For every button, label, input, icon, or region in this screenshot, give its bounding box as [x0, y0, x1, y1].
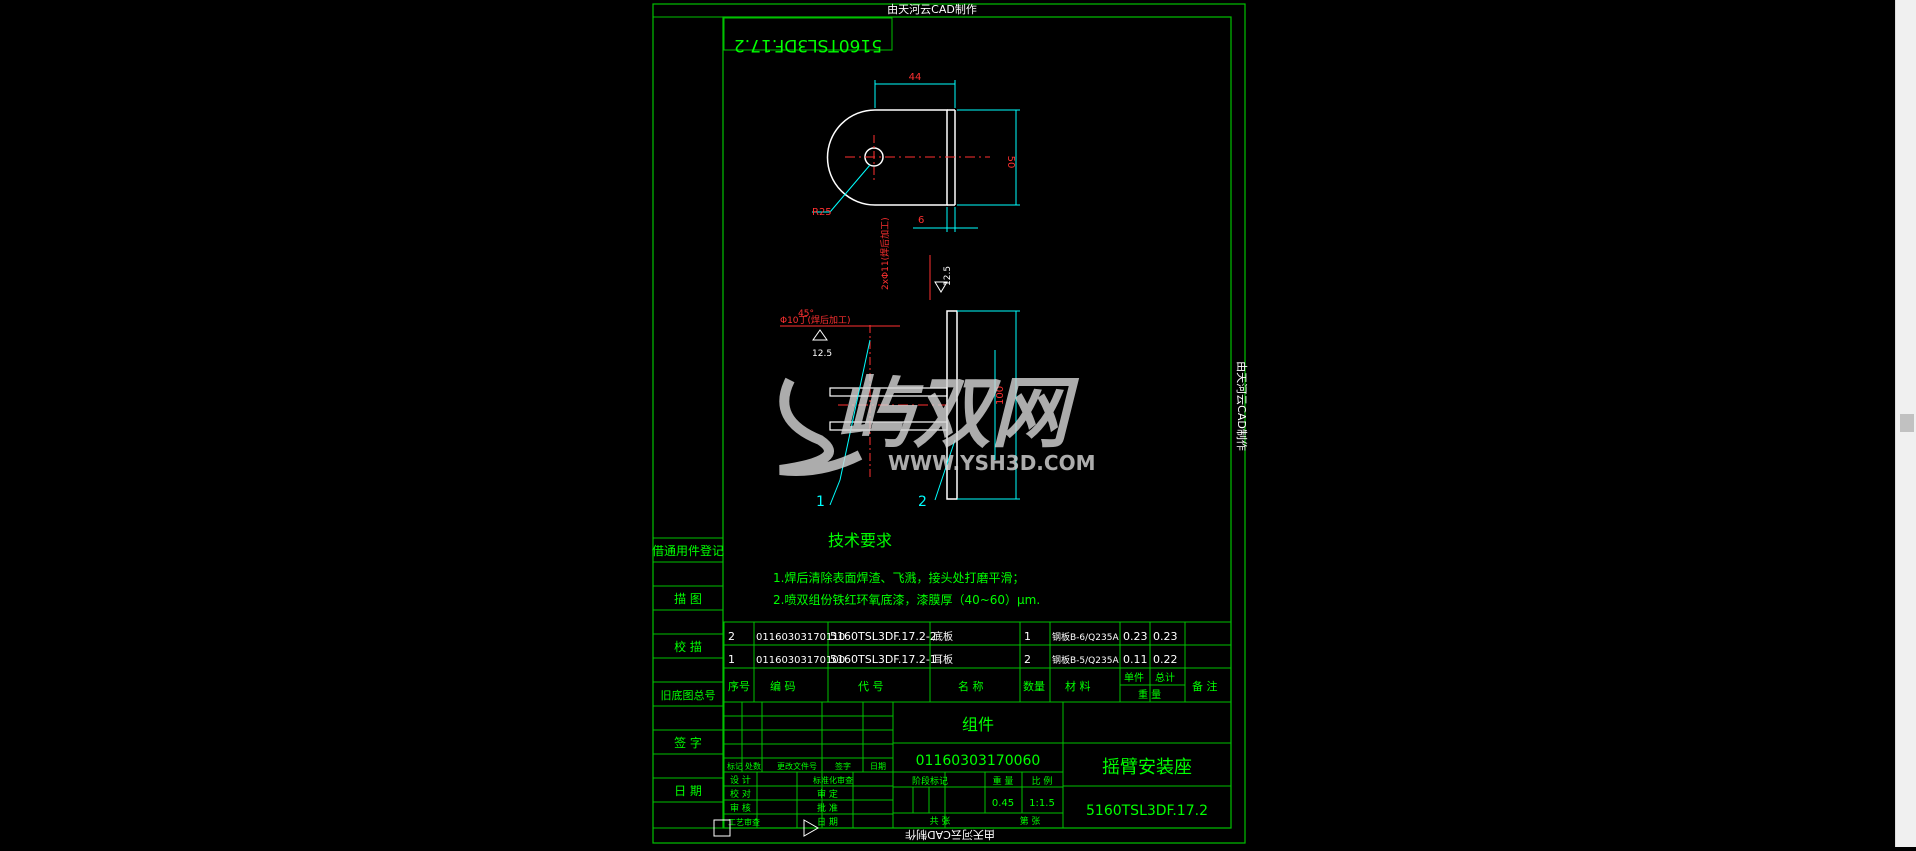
weight-label: 重 量 [993, 775, 1014, 787]
rev-label: 日期 [870, 762, 886, 771]
bom-cell: 1 [1024, 630, 1031, 643]
annot-roughness-2: 12.5 [943, 266, 953, 286]
bom-cell: 5160TSL3DF.17.2-1 [830, 653, 937, 666]
rev-label: 处数 [745, 761, 761, 771]
sign-label: 工艺审查 [728, 817, 760, 827]
vertical-scrollbar[interactable] [1895, 0, 1916, 847]
bom-cell: 钢板B-5/Q235A [1052, 654, 1119, 666]
dim-front-height: 100 [995, 386, 1006, 405]
bom-header-cell: 名 称 [958, 679, 984, 693]
bom-cell: 钢板B-6/Q235A [1052, 631, 1119, 643]
watermark-top: 由天河云CAD制作 [887, 2, 977, 16]
left-col-5: 日 期 [674, 784, 702, 798]
tech-req-title: 技术要求 [828, 531, 892, 550]
bom-cell: 0.23 [1153, 630, 1178, 643]
bom-header-cell: 材 料 [1065, 679, 1091, 693]
title-name: 摇臂安装座 [1102, 757, 1192, 778]
bom-header-cell: 单件 [1124, 672, 1144, 684]
sheet-number: 第 张 [1020, 815, 1041, 827]
sign-label: 标准化审查 [813, 775, 853, 785]
left-col-2: 校 描 [674, 639, 702, 654]
bom-cell: 2 [728, 630, 735, 643]
bom-table [723, 621, 1232, 703]
title-block [723, 701, 1232, 829]
bom-cell: 底板 [933, 630, 953, 643]
bom-header-cell: 序号 [728, 679, 750, 693]
watermark-side: 由天河云CAD制作 [1235, 361, 1249, 451]
title-group: 组件 [962, 715, 994, 734]
weight-value: 0.45 [992, 798, 1014, 809]
cursor-triangle-icon [803, 819, 820, 837]
sign-label: 校 对 [730, 788, 751, 800]
bom-row-1: 1 01160303170100 5160TSL3DF.17.2-1 耳板 2 … [728, 653, 1178, 666]
watermark-bottom: 由天河云CAD制作 [905, 828, 995, 842]
rev-label: 签字 [835, 761, 851, 771]
dim-width: 44 [909, 72, 922, 83]
dim-radius: R25 [812, 207, 832, 218]
rev-label: 更改文件号 [777, 761, 817, 771]
sign-label: 日 期 [817, 817, 838, 828]
sign-label: 审 定 [817, 788, 838, 800]
bom-cell: 01160303170100 [756, 655, 845, 666]
left-col-3: 旧底图总号 [661, 688, 716, 702]
left-col-0: 借通用件登记 [652, 543, 724, 558]
annot-holes: 2xΦ11(焊后加工) [879, 217, 891, 290]
revision-labels: 标记 处数 更改文件号 签字 日期 [727, 761, 886, 771]
signature-labels: 设 计 标准化审查 校 对 审 定 审 核 批 准 工艺审查 日 期 [728, 774, 853, 828]
annot-angle: 45° [798, 309, 814, 319]
rev-label: 标记 [727, 761, 743, 771]
sign-label: 审 核 [730, 802, 751, 814]
bom-header: 序号 编 码 代 号 名 称 数量 材 料 单件 总计 重 量 备 注 [728, 671, 1218, 701]
scale-label: 比 例 [1032, 775, 1053, 787]
sign-label: 设 计 [730, 774, 751, 786]
bom-cell: 耳板 [933, 653, 953, 666]
bom-header-cell: 数量 [1023, 680, 1045, 693]
bom-header-cell: 代 号 [858, 680, 884, 693]
dim-height: 50 [1005, 156, 1016, 169]
outer-frame [652, 3, 1246, 844]
bom-cell: 0.22 [1153, 653, 1178, 666]
left-col-4: 签 字 [674, 735, 702, 750]
drawing-number-box [723, 17, 893, 51]
title-dwg-no: 5160TSL3DF.17.2 [1086, 803, 1208, 819]
annot-hole-note: Φ10丁(焊后加工) [780, 314, 851, 326]
tech-req-item-1: 1.焊后清除表面焊渣、飞溅，接头处打磨平滑； [773, 570, 1024, 585]
title-code: 01160303170060 [916, 753, 1041, 769]
top-view: 44 50 R25 6 [812, 72, 1020, 232]
dim-thickness: 6 [918, 215, 924, 226]
watermark-swoosh [779, 377, 863, 476]
bom-header-cell: 重 量 [1138, 688, 1161, 701]
bom-cell: 0.11 [1123, 653, 1148, 666]
watermark-logo-cn: 屿双网 [835, 369, 1080, 459]
annot-roughness-1: 12.5 [812, 349, 832, 359]
balloon-2: 2 [918, 494, 927, 510]
left-col-1: 描 图 [674, 592, 702, 606]
bom-header-cell: 备 注 [1192, 679, 1218, 693]
site-watermark: 屿双网 WWW.YSH3D.COM [779, 369, 1095, 476]
stage-label: 阶段标记 [912, 775, 948, 787]
bom-cell: 1 [728, 653, 735, 666]
scale-value: 1:1.5 [1029, 798, 1055, 809]
drawing-number-text: 5160TSL3DF.17.2 [734, 35, 882, 55]
sign-label: 批 准 [817, 802, 838, 814]
bom-cell: 2 [1024, 653, 1031, 666]
front-view: 100 2xΦ11(焊后加工) 12.5 Φ10丁(焊后加工) 12.5 45°… [780, 217, 1020, 510]
left-column [652, 537, 724, 803]
bom-header-cell: 总计 [1155, 671, 1175, 684]
sheets-total: 共 张 [930, 816, 951, 827]
bom-cell: 0.23 [1123, 630, 1148, 643]
bom-cell: 5160TSL3DF.17.2-2 [830, 630, 937, 643]
watermark-logo-url: WWW.YSH3D.COM [888, 451, 1095, 475]
scrollbar-thumb[interactable] [1900, 414, 1914, 432]
balloon-1: 1 [816, 494, 825, 510]
bom-row-2: 2 01160303170110 5160TSL3DF.17.2-2 底板 1 … [728, 630, 1178, 643]
bom-cell: 01160303170110 [756, 632, 845, 643]
cursor-box-icon [713, 819, 731, 837]
tech-req-item-2: 2.喷双组份铁红环氧底漆，漆膜厚（40~60）μm. [773, 592, 1040, 607]
bom-header-cell: 编 码 [770, 679, 796, 693]
